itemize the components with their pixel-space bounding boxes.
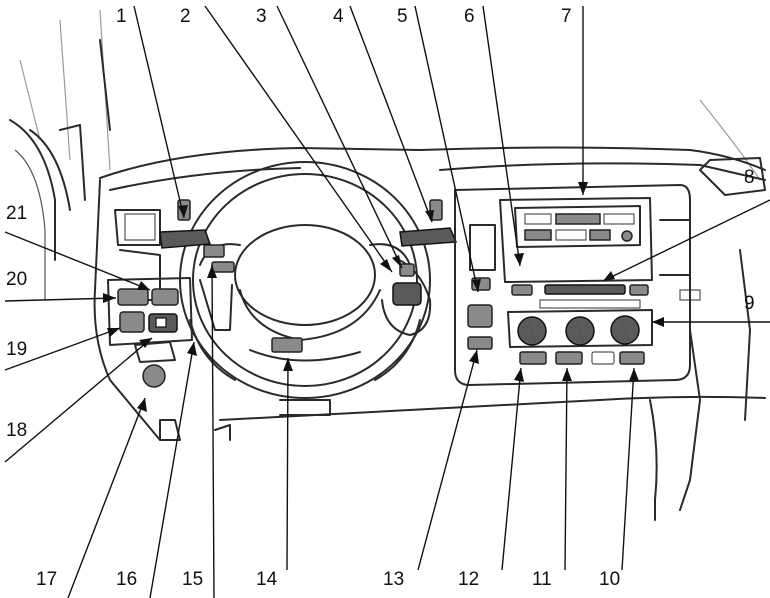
- callout-6: 6: [464, 6, 475, 27]
- callout-9: 9: [744, 293, 755, 314]
- callout-16: 16: [116, 569, 138, 590]
- callout-4: 4: [333, 6, 344, 27]
- callout-7: 7: [561, 6, 572, 27]
- callout-13: 13: [383, 569, 405, 590]
- steering-stalks: [159, 199, 458, 336]
- center-stack: [454, 184, 691, 386]
- callout-2: 2: [180, 6, 191, 27]
- callout-19: 19: [6, 339, 28, 360]
- callout-5: 5: [397, 6, 408, 27]
- callout-20: 20: [6, 269, 28, 290]
- callout-3: 3: [256, 6, 267, 27]
- callout-21: 21: [6, 203, 28, 224]
- callout-18: 18: [6, 420, 28, 441]
- callout-12: 12: [458, 569, 480, 590]
- left-pillar: [9, 39, 111, 300]
- callout-15: 15: [182, 569, 204, 590]
- left-switch-panel: [107, 277, 193, 441]
- callout-10: 10: [599, 569, 621, 590]
- callout-1: 1: [116, 6, 127, 27]
- callout-8: 8: [744, 167, 755, 188]
- background-sketch: [19, 9, 761, 181]
- leader-lines: [4, 5, 770, 598]
- callout-17: 17: [36, 569, 58, 590]
- callout-14: 14: [256, 569, 278, 590]
- callout-11: 11: [532, 569, 552, 590]
